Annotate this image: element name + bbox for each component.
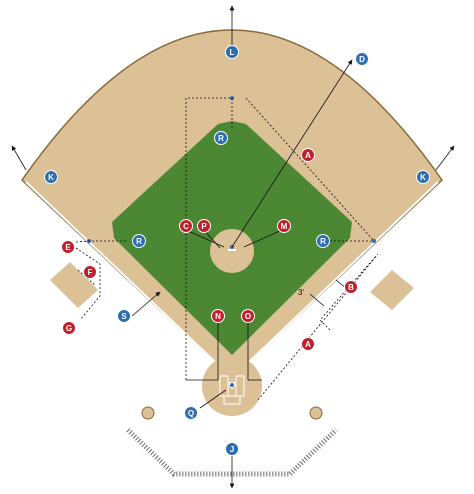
marker-letter: J (230, 445, 234, 454)
marker-letter: S (121, 312, 127, 321)
marker-circle (61, 240, 75, 254)
marker-letter: L (230, 48, 235, 57)
marker-letter: D (359, 55, 365, 64)
marker-circle (179, 219, 193, 233)
marker-e: E (61, 240, 75, 254)
marker-letter: P (201, 222, 207, 231)
pitchers-rubber (228, 249, 236, 251)
marker-circle (197, 219, 211, 233)
marker-g: G (62, 321, 76, 335)
home-dot (230, 383, 234, 387)
marker-circle (316, 234, 330, 248)
marker-letter: R (136, 237, 142, 246)
left-foul-line (25, 181, 233, 379)
marker-labels: L D R A K K C P M R R E F G B S N O A Q J (44, 45, 430, 456)
first-base-dot (372, 239, 376, 243)
marker-circle (44, 170, 58, 184)
on-deck-circle-left (141, 406, 155, 420)
on-deck-circle-right (309, 406, 323, 420)
marker-letter: M (281, 222, 288, 231)
marker-circle (211, 309, 225, 323)
marker-circle (416, 170, 430, 184)
marker-r-first-base: R (316, 234, 330, 248)
marker-letter: K (420, 173, 426, 182)
marker-circle (301, 337, 315, 351)
marker-letter: K (48, 173, 54, 182)
marker-f: F (83, 265, 97, 279)
marker-letter: Q (188, 409, 194, 418)
marker-letter: A (305, 151, 311, 160)
marker-circle (225, 442, 239, 456)
marker-circle (277, 219, 291, 233)
marker-a-outfield: A (301, 148, 315, 162)
marker-l: L (225, 45, 239, 59)
marker-circle (241, 309, 255, 323)
right-foul-line (231, 181, 439, 379)
catchers-box (223, 395, 241, 405)
marker-letter: A (305, 340, 311, 349)
marker-r-third-base: R (132, 234, 146, 248)
marker-circle (184, 406, 198, 420)
marker-p: P (197, 219, 211, 233)
marker-m: M (277, 219, 291, 233)
dimension-lines (11, 5, 455, 489)
marker-circle (344, 280, 358, 294)
marker-letter: F (88, 268, 93, 277)
marker-circle (355, 52, 369, 66)
marker-a-baseline: A (301, 337, 315, 351)
right-coach-area (370, 270, 414, 310)
marker-d: D (355, 52, 369, 66)
three-foot-dimension-label: 3' (298, 288, 304, 297)
marker-circle (225, 45, 239, 59)
marker-circle (62, 321, 76, 335)
marker-k-right: K (416, 170, 430, 184)
marker-circle (301, 148, 315, 162)
marker-c: C (179, 219, 193, 233)
marker-circle (132, 234, 146, 248)
left-coach-area (50, 262, 98, 308)
marker-letter: C (183, 222, 189, 231)
marker-letter: E (65, 243, 71, 252)
marker-j: J (225, 442, 239, 456)
marker-q: Q (184, 406, 198, 420)
marker-letter: R (218, 134, 224, 143)
marker-k-left: K (44, 170, 58, 184)
marker-r-second-base: R (214, 131, 228, 145)
marker-b: B (344, 280, 358, 294)
marker-n: N (211, 309, 225, 323)
marker-letter: N (215, 312, 221, 321)
marker-letter: G (66, 324, 72, 333)
marker-letter: O (245, 312, 251, 321)
marker-circle (83, 265, 97, 279)
marker-letter: R (320, 237, 326, 246)
marker-letter: B (348, 283, 354, 292)
marker-circle (214, 131, 228, 145)
marker-o: O (241, 309, 255, 323)
marker-s: S (117, 309, 131, 323)
marker-circle (117, 309, 131, 323)
